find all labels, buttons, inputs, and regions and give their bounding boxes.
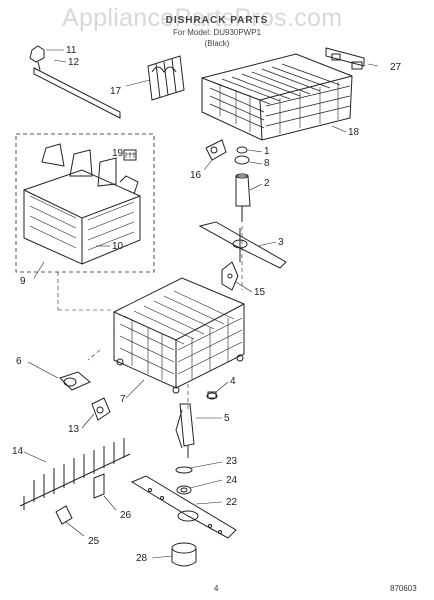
callout-16: 16 bbox=[190, 170, 202, 181]
upper-rack-part bbox=[201, 53, 353, 141]
callout-22: 22 bbox=[226, 497, 238, 508]
color-line: (Black) bbox=[204, 39, 230, 48]
clip-part-25 bbox=[55, 505, 73, 525]
tine-row-part bbox=[19, 438, 131, 510]
callout-1: 1 bbox=[264, 146, 270, 157]
callout-24: 24 bbox=[226, 475, 238, 486]
seal-part bbox=[175, 466, 193, 474]
upper-spray-parts bbox=[205, 139, 251, 222]
lower-spray-arm-part bbox=[130, 475, 237, 539]
figure-code: 870603 bbox=[390, 584, 417, 593]
page-number: 4 bbox=[214, 584, 219, 593]
rack-rail-part bbox=[29, 45, 121, 119]
nut-part bbox=[206, 391, 218, 400]
rack-wheel-part bbox=[59, 371, 91, 391]
leader-dashed-lines bbox=[57, 226, 243, 410]
lower-rack-part bbox=[113, 277, 245, 394]
callout-13: 13 bbox=[68, 424, 80, 435]
callout-18: 18 bbox=[348, 127, 360, 138]
callout-8: 8 bbox=[264, 158, 270, 169]
model-line: For Model: DU930PWP1 bbox=[172, 28, 262, 37]
diagram-title: DISHRACK PARTS bbox=[165, 15, 269, 26]
callout-3: 3 bbox=[278, 237, 284, 248]
callout-15: 15 bbox=[254, 287, 266, 298]
callout-7: 7 bbox=[120, 394, 126, 405]
callout-11: 11 bbox=[66, 45, 77, 56]
filter-cup-part bbox=[171, 542, 197, 567]
watermark-text: AppliancePartsPros.com bbox=[62, 4, 343, 32]
clip-part-26 bbox=[93, 473, 105, 499]
upper-spray-arm-part bbox=[198, 221, 287, 269]
rack-clip-part bbox=[325, 47, 365, 70]
washer-part bbox=[176, 485, 192, 495]
silverware-basket-assembly bbox=[15, 133, 155, 273]
bracket-part bbox=[221, 261, 239, 291]
callout-25: 25 bbox=[88, 536, 100, 547]
callout-27: 27 bbox=[390, 62, 402, 73]
callout-19: 19 bbox=[112, 148, 124, 159]
lower-spray-tube-part bbox=[175, 403, 195, 458]
callout-leaders bbox=[23, 49, 379, 559]
callout-28: 28 bbox=[136, 553, 148, 564]
callout-10: 10 bbox=[112, 241, 124, 252]
wheel-bracket-part bbox=[91, 397, 111, 421]
callout-6: 6 bbox=[16, 356, 22, 367]
callout-4: 4 bbox=[230, 376, 236, 387]
callout-5: 5 bbox=[224, 413, 230, 424]
tine-section-part bbox=[147, 55, 185, 101]
callout-17: 17 bbox=[110, 86, 122, 97]
callout-2: 2 bbox=[264, 178, 270, 189]
callout-26: 26 bbox=[120, 510, 132, 521]
callout-14: 14 bbox=[12, 446, 24, 457]
callout-12: 12 bbox=[68, 57, 80, 68]
callout-23: 23 bbox=[226, 456, 238, 467]
callout-9: 9 bbox=[20, 276, 26, 287]
